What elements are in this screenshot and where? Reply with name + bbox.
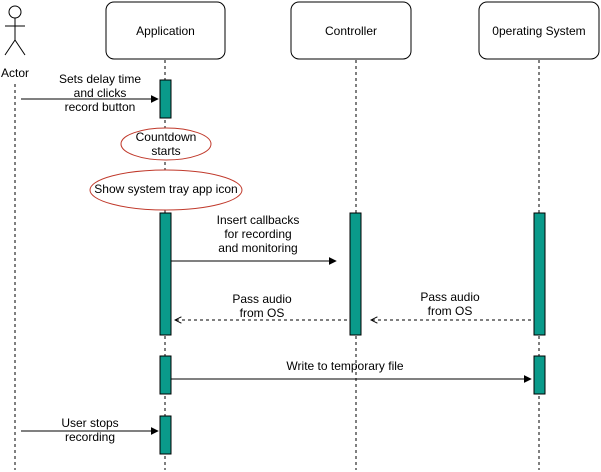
activation-controller bbox=[349, 212, 362, 336]
actor-label: Actor bbox=[0, 66, 29, 80]
message-pass-audio-os: Pass audio from OS bbox=[420, 290, 480, 318]
message-pass-audio-controller: Pass audio from OS bbox=[232, 292, 292, 320]
actor-stick-figure-icon bbox=[4, 5, 26, 56]
message-user-stops: User stops recording bbox=[61, 416, 119, 444]
message-insert-callbacks: Insert callbacks for recording and monit… bbox=[216, 213, 300, 255]
participant-box-os bbox=[478, 1, 600, 60]
activation-os-2 bbox=[533, 355, 546, 395]
activation-application-4 bbox=[159, 415, 172, 455]
activation-application-3 bbox=[159, 355, 172, 395]
participant-box-application bbox=[105, 1, 226, 60]
activation-os-1 bbox=[533, 212, 546, 336]
participant-label-application: Application bbox=[136, 23, 195, 38]
note-countdown-text: Countdown starts bbox=[135, 130, 197, 158]
activation-application-1 bbox=[159, 79, 172, 119]
note-system-tray-ellipse bbox=[89, 169, 243, 211]
message-sets-delay: Sets delay time and clicks record button bbox=[58, 72, 142, 114]
participant-label-os: 0perating System bbox=[492, 23, 586, 38]
note-system-tray-text: Show system tray app icon bbox=[94, 182, 238, 196]
message-write-temp: Write to temporary file bbox=[286, 359, 404, 373]
participant-label-controller: Controller bbox=[324, 23, 378, 38]
participant-box-controller bbox=[290, 1, 412, 60]
activation-application-2 bbox=[159, 212, 172, 336]
note-countdown-ellipse bbox=[120, 127, 212, 161]
